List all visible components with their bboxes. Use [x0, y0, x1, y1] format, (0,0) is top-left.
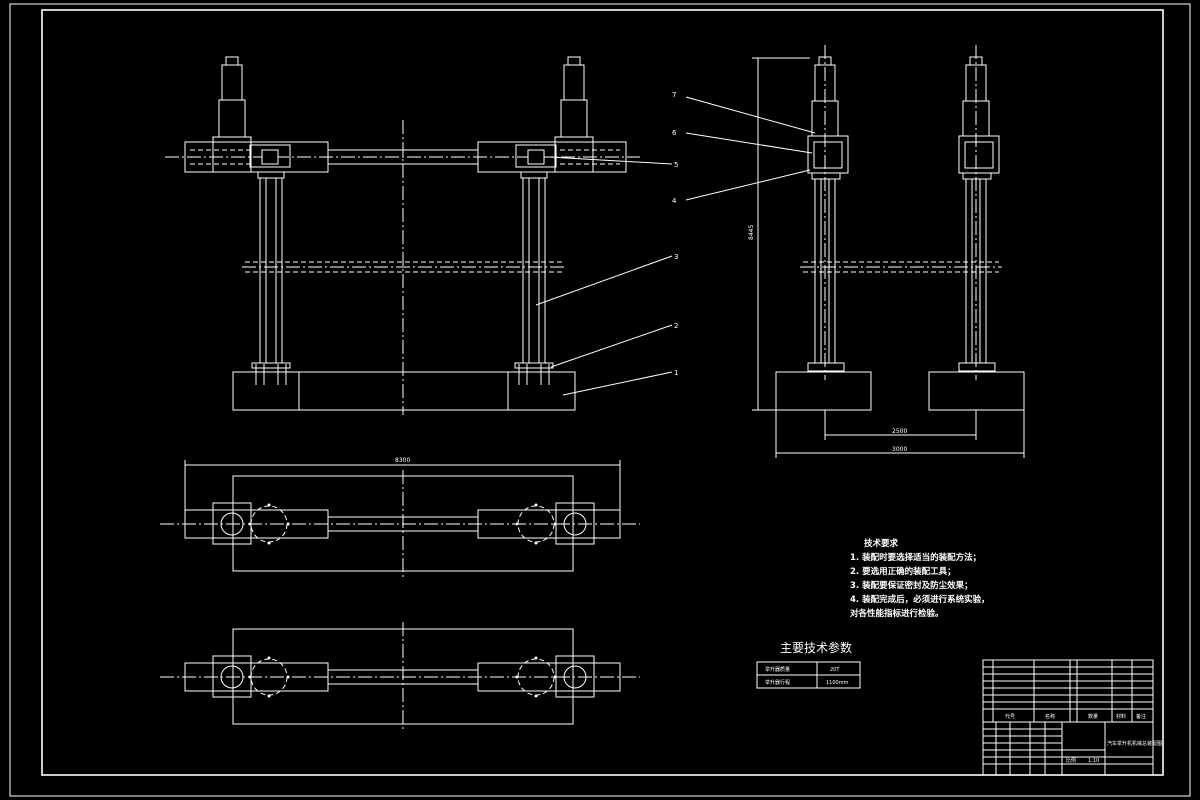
part-label-6: 6 — [672, 129, 677, 137]
title-block: 代号 名称 数量 材料 备注 汽车举升机机械总装配图 比例 1:10 — [982, 659, 1162, 776]
tech-requirement-line-3: 3. 装配要保证密封及防尘效果； — [850, 580, 973, 591]
front-view — [165, 56, 640, 415]
outer-border — [9, 3, 1191, 797]
dim-top-width: 8300 — [395, 457, 410, 464]
main-params: 主要技术参数 举升器质量 20T 举升器行程 1100mm — [756, 640, 861, 689]
part-labels-front: 5 3 2 1 — [674, 161, 678, 377]
scale-value: 1:10 — [1088, 758, 1099, 764]
leader-lines-side — [685, 96, 816, 201]
title-block-col-note: 备注 — [1136, 713, 1146, 720]
param-value-1: 20T — [830, 667, 840, 673]
leader-lines-front — [535, 156, 673, 396]
tech-requirement-line-2: 2. 要选用正确的装配工具； — [850, 566, 956, 577]
main-params-title: 主要技术参数 — [780, 640, 852, 655]
inner-border — [41, 9, 1164, 776]
top-view-upper: 8300 — [160, 457, 640, 580]
side-view: 8445 2500 3000 — [748, 45, 1025, 458]
tech-requirements: 技术要求 1. 装配时要选择适当的装配方法； 2. 要选用正确的装配工具； 3.… — [850, 538, 990, 619]
drawing-title: 汽车举升机机械总装配图 — [1107, 740, 1162, 747]
param-name-1: 举升器质量 — [765, 666, 790, 673]
scale-label: 比例 — [1066, 757, 1076, 764]
part-label-3: 3 — [674, 253, 678, 261]
tech-requirement-line-5: 对各性能指标进行检验。 — [850, 608, 944, 619]
dim-front-height: 8445 — [748, 225, 755, 240]
dim-outer-spacing: 3000 — [892, 446, 907, 453]
tech-requirements-heading: 技术要求 — [864, 538, 899, 549]
tech-requirement-line-1: 1. 装配时要选择适当的装配方法； — [850, 552, 981, 563]
part-label-1: 1 — [674, 369, 678, 377]
param-value-2: 1100mm — [826, 680, 849, 686]
title-block-col-name: 名称 — [1045, 713, 1055, 720]
title-block-col-code: 代号 — [1005, 713, 1015, 720]
part-label-5: 5 — [674, 161, 678, 169]
param-name-2: 举升器行程 — [765, 679, 790, 686]
part-labels-side: 7 6 4 — [672, 91, 677, 205]
top-view-lower — [160, 622, 640, 732]
part-label-4: 4 — [672, 197, 677, 205]
title-block-col-material: 材料 — [1116, 713, 1126, 720]
title-block-col-qty: 数量 — [1088, 713, 1098, 720]
part-label-2: 2 — [674, 322, 678, 330]
dim-inner-spacing: 2500 — [892, 428, 907, 435]
tech-requirement-line-4: 4. 装配完成后，必须进行系统实验， — [850, 594, 990, 605]
part-label-7: 7 — [672, 91, 676, 99]
